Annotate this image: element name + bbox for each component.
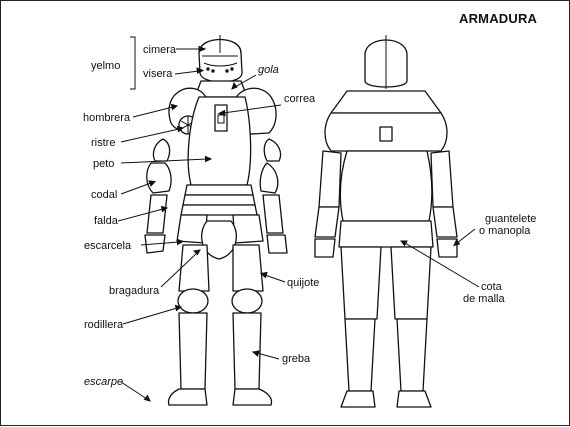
back-left-forearm <box>314 206 340 238</box>
back-right-forearm <box>432 206 458 238</box>
label-quijote: quijote <box>287 277 320 289</box>
right-gauntlet <box>266 234 288 254</box>
back-left-thigh <box>340 246 382 320</box>
label-cota: cota <box>481 281 502 293</box>
left-couter <box>146 162 172 194</box>
label-hombrera: hombrera <box>83 112 131 124</box>
left-cuisse <box>178 244 210 292</box>
label-cimera: cimera <box>143 44 177 56</box>
back-left-greave <box>344 318 376 392</box>
label-codal: codal <box>91 189 118 201</box>
label-yelmo: yelmo <box>91 60 121 72</box>
left-poleyn <box>177 288 209 314</box>
fauld-3 <box>180 204 258 216</box>
back-left-gauntlet <box>314 238 336 258</box>
visor-edge <box>203 62 238 67</box>
back-right-arm <box>430 150 454 208</box>
label-guantelete: guantelete <box>485 213 537 225</box>
back-left-sabaton <box>340 390 376 408</box>
fauld-1 <box>184 184 254 196</box>
back-collar <box>330 90 442 114</box>
right-upper-arm <box>263 138 282 162</box>
label-rodillera: rodillera <box>84 319 124 331</box>
label-escarcela: escarcela <box>84 240 132 252</box>
left-greave <box>178 312 208 390</box>
left-forearm <box>146 194 168 234</box>
label-de-malla: de malla <box>463 293 505 305</box>
back-right-thigh <box>390 246 432 320</box>
label-peto: peto <box>93 158 115 170</box>
label-escarpe: escarpe <box>84 376 124 388</box>
label-falda: falda <box>94 215 118 227</box>
yelmo-bracket <box>130 36 136 90</box>
back-mail-skirt <box>338 220 434 248</box>
label-gola: gola <box>258 64 279 76</box>
label-manopla: o manopla <box>479 225 531 237</box>
back-right-gauntlet <box>436 238 458 258</box>
label-bragadura: bragadura <box>109 285 160 297</box>
codpiece <box>201 220 237 260</box>
left-sabaton <box>167 388 208 406</box>
back-armor-figure <box>314 35 458 408</box>
left-upper-arm <box>152 138 171 162</box>
leader-lines <box>117 36 480 402</box>
right-poleyn <box>231 288 263 314</box>
label-ristre: ristre <box>91 137 116 149</box>
label-greba: greba <box>282 353 311 365</box>
front-helmet <box>198 39 243 83</box>
right-cuisse <box>232 244 264 292</box>
diagram-title: ARMADURA <box>459 11 538 26</box>
backplate <box>339 150 433 222</box>
back-left-arm <box>318 150 342 208</box>
right-forearm <box>262 194 284 234</box>
strap <box>214 104 228 132</box>
label-correa: correa <box>284 93 316 105</box>
front-armor-figure <box>144 35 288 406</box>
right-sabaton <box>232 388 273 406</box>
right-couter <box>259 162 279 194</box>
back-right-greave <box>396 318 428 392</box>
fauld-2 <box>182 194 256 206</box>
right-tasset <box>232 214 264 244</box>
back-right-sabaton <box>396 390 432 408</box>
label-visera: visera <box>143 68 173 80</box>
back-buckle <box>379 126 393 142</box>
